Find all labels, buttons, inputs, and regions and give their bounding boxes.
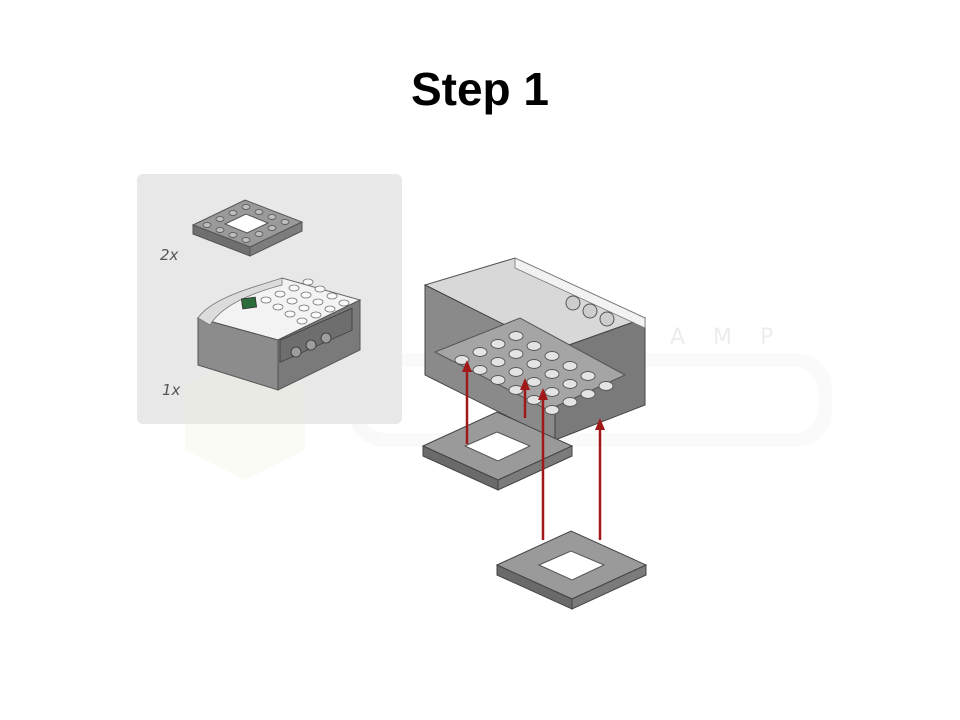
qty-label-frame-plate: 2x [160, 246, 179, 264]
main-hub-illustration [423, 257, 647, 441]
watermark-letters: AMP [670, 325, 802, 350]
page-title: Step 1 [410, 63, 550, 115]
frame-plate-upper-illustration [421, 411, 574, 491]
parts-smart-hub-illustration [196, 277, 362, 391]
assembly-arrows [462, 360, 605, 540]
parts-frame-plate-illustration [191, 199, 304, 257]
frame-plate-lower-illustration [495, 530, 648, 610]
qty-label-smart-hub: 1x [162, 381, 181, 399]
